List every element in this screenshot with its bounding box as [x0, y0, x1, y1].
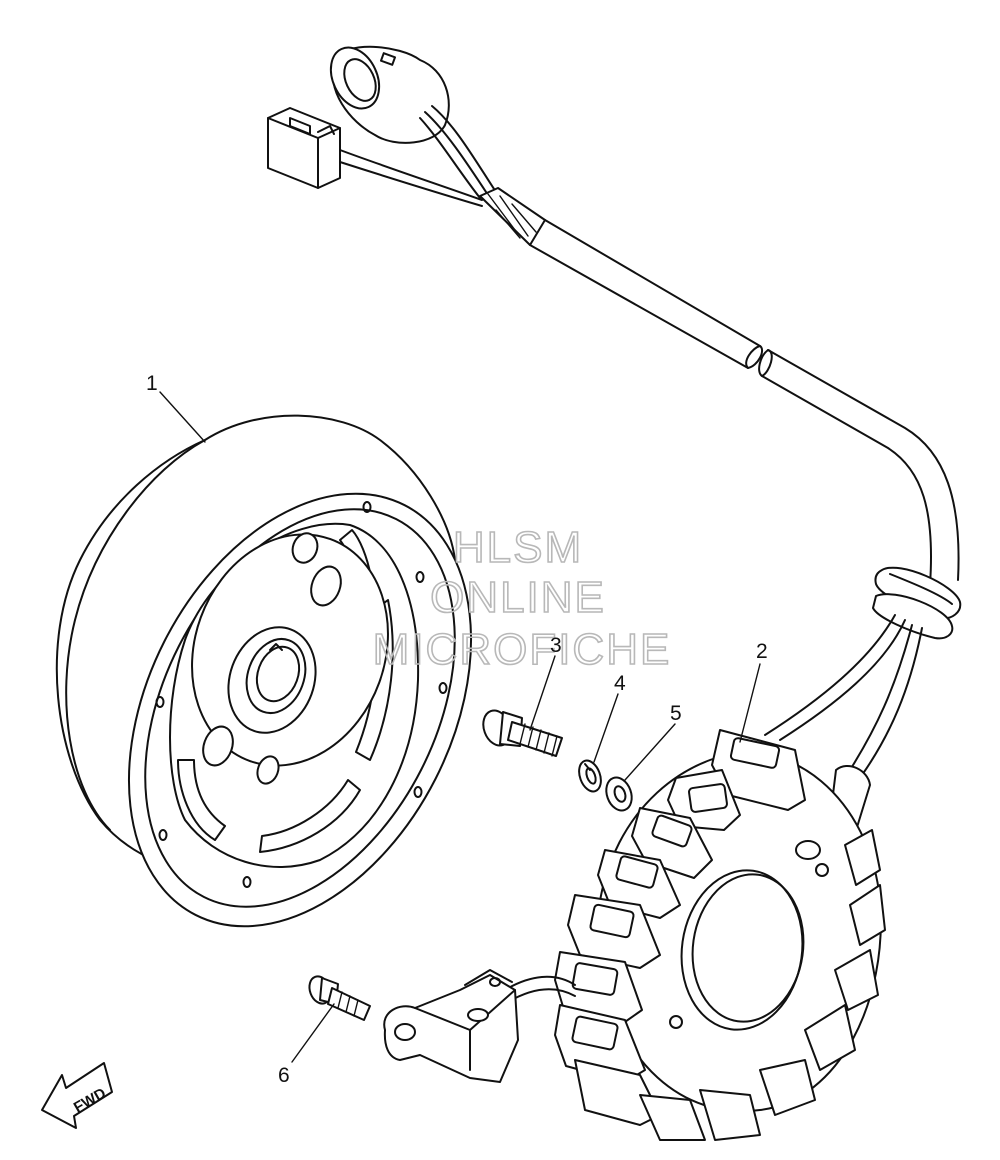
watermark-line3: MICROFICHE: [373, 625, 672, 674]
pickup-coil[interactable]: [383, 969, 576, 1083]
stator-coils: [554, 729, 886, 1141]
lock-washer[interactable]: [575, 758, 605, 795]
callout-2: 2: [756, 640, 768, 663]
screw[interactable]: [306, 973, 371, 1021]
callout-3: 3: [550, 634, 562, 657]
watermark-line1: HLSM: [453, 523, 583, 572]
watermark: HLSM ONLINE MICROFICHE: [372, 522, 672, 675]
callouts: 1 2 3 4 5 6: [146, 372, 768, 1087]
callout-4: 4: [614, 672, 626, 695]
rect-coupler[interactable]: [267, 107, 341, 189]
callout-6: 6: [278, 1064, 290, 1087]
fwd-direction-marker: FWD: [41, 1062, 113, 1129]
stator-assembly[interactable]: [554, 729, 886, 1141]
callout-5: 5: [670, 702, 682, 725]
wire-grommet[interactable]: [872, 566, 962, 640]
flywheel-rotor[interactable]: [55, 414, 540, 984]
washer[interactable]: [602, 774, 636, 814]
bolt[interactable]: [479, 707, 563, 757]
wire-harness[interactable]: [267, 40, 962, 851]
callout-1: 1: [146, 372, 158, 395]
watermark-line2: ONLINE: [430, 573, 606, 622]
